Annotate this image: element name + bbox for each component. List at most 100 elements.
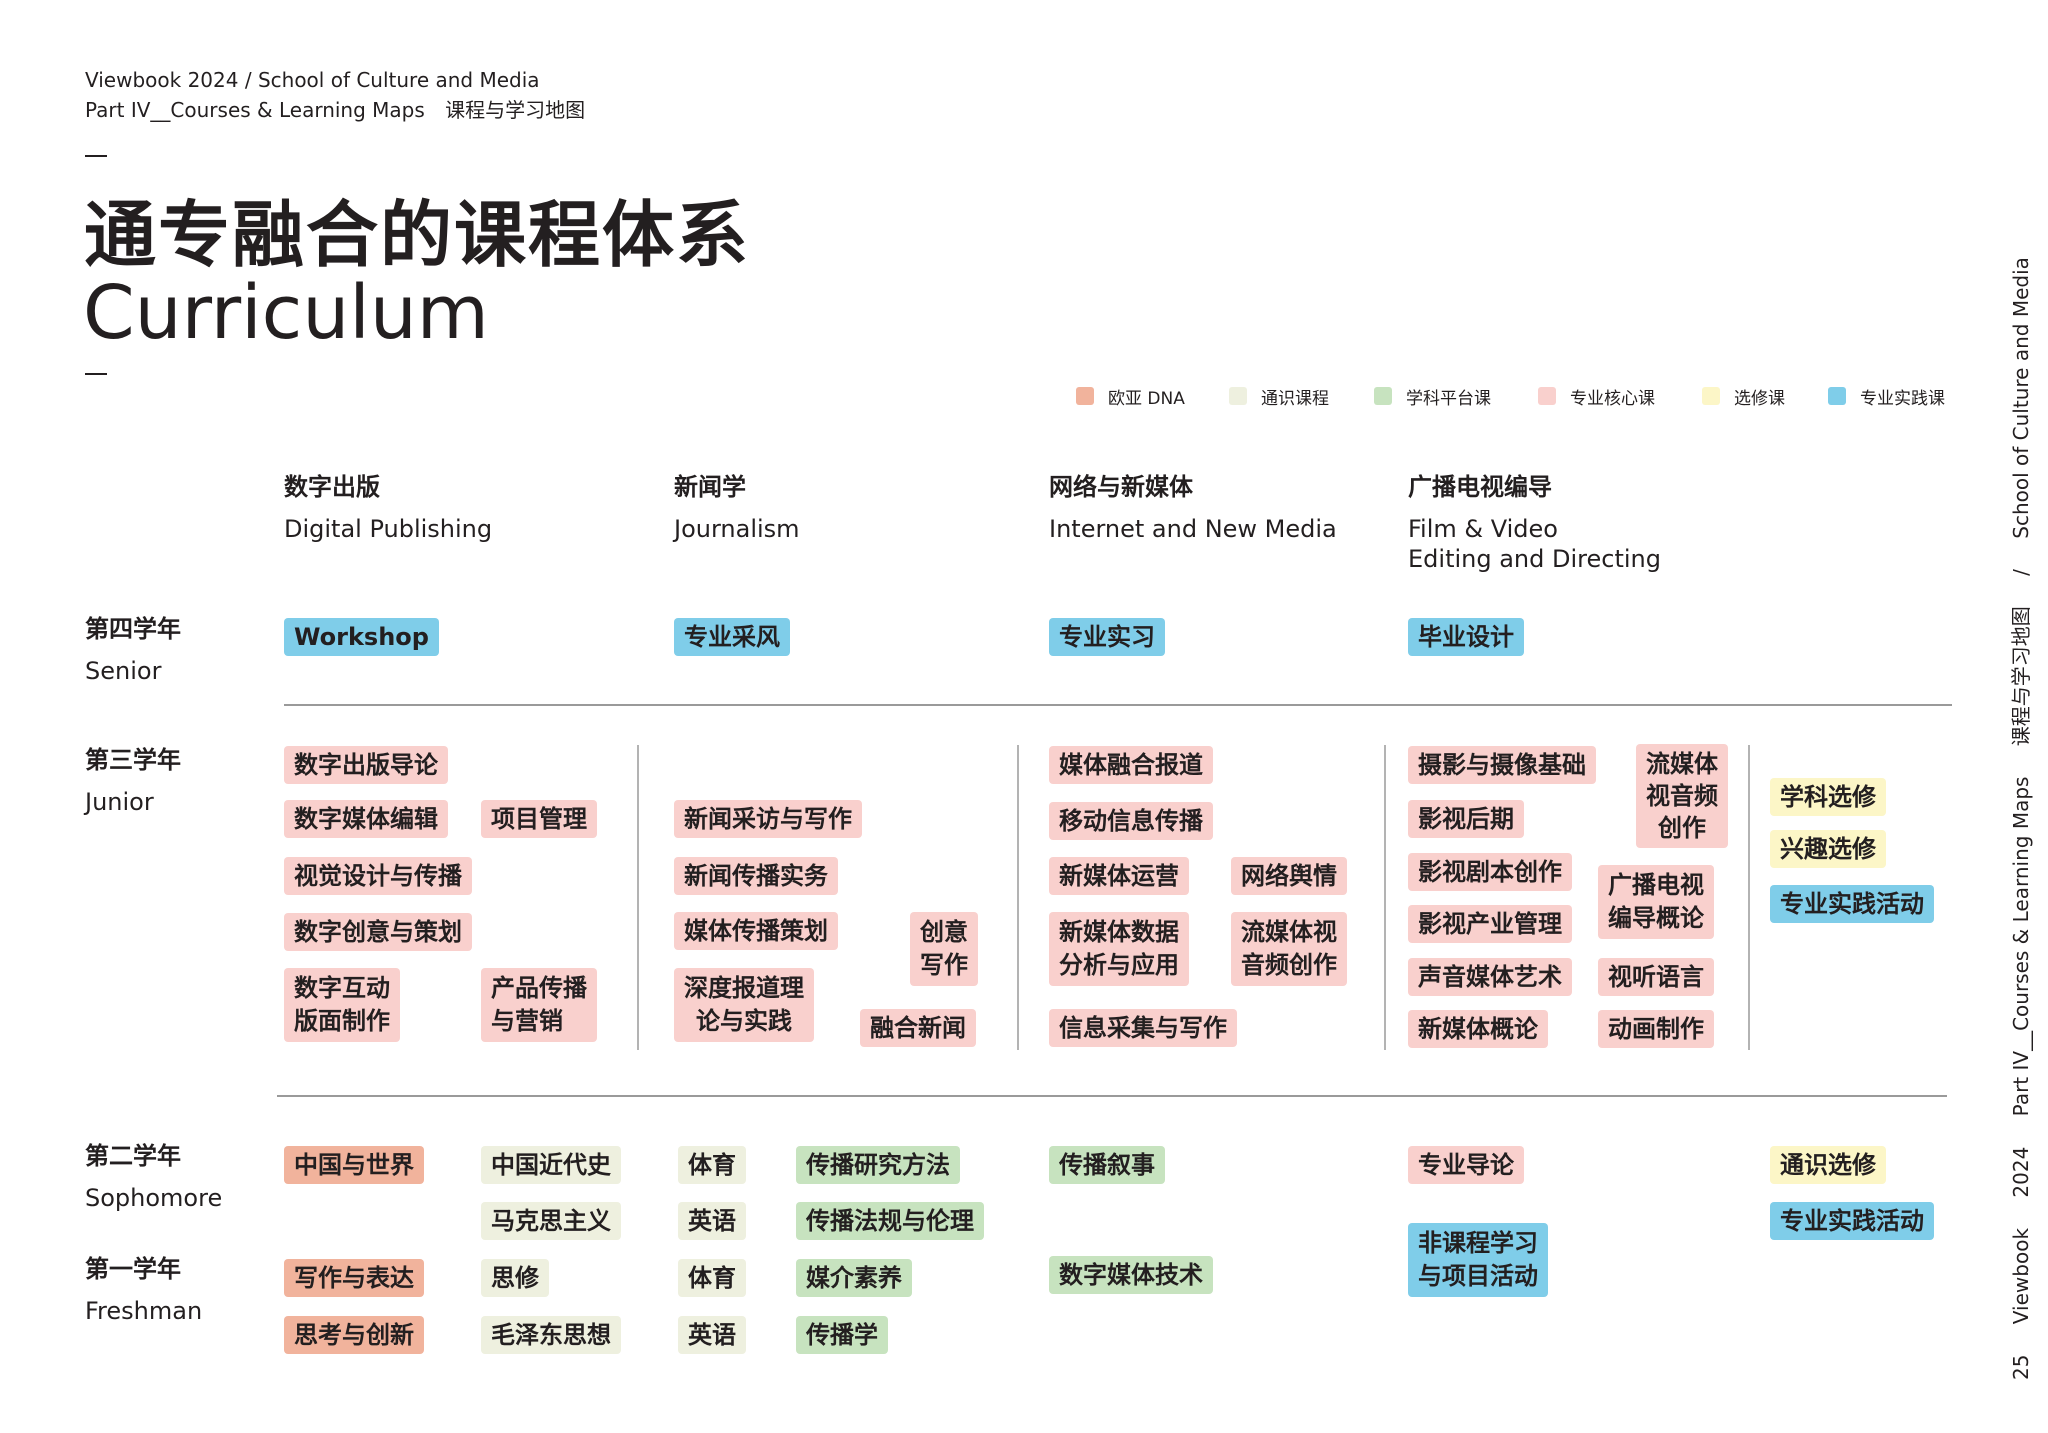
course-tag: 媒体传播策划 — [674, 912, 838, 950]
course-tag-line: 音频创作 — [1241, 951, 1337, 979]
course-tag-line: 数字互动 — [294, 974, 390, 1002]
course-tag: 深度报道理 论与实践 — [674, 968, 814, 1042]
course-tag: 影视后期 — [1408, 800, 1524, 838]
course-tag: 移动信息传播 — [1049, 802, 1213, 840]
course-tag: 产品传播 与营销 — [481, 968, 597, 1042]
course-tag: 毕业设计 — [1408, 618, 1524, 656]
course-tag: 数字互动 版面制作 — [284, 968, 400, 1042]
column-title-cn: 新闻学 — [674, 473, 746, 501]
course-tag: 融合新闻 — [860, 1009, 976, 1047]
course-tag-line: 产品传播 — [491, 974, 587, 1002]
course-tag: 思考与创新 — [284, 1316, 424, 1354]
row-title-en: Sophomore — [85, 1184, 223, 1212]
course-tag: 英语 — [678, 1316, 746, 1354]
course-tag: 传播研究方法 — [796, 1146, 960, 1184]
course-tag: 声音媒体艺术 — [1408, 958, 1572, 996]
page-title-cn: 通专融合的课程体系 — [84, 193, 751, 277]
legend-swatch — [1229, 387, 1247, 405]
course-tag: 写作与表达 — [284, 1259, 424, 1297]
legend-label: 专业实践课 — [1860, 388, 1945, 409]
side-part-cn: 课程与学习地图 — [2009, 606, 2033, 747]
column-title-en: Internet and New Media — [1049, 515, 1337, 543]
course-tag: 流媒体 视音频 创作 — [1636, 744, 1728, 848]
course-tag: 专业采风 — [674, 618, 790, 656]
header-part-cn: 课程与学习地图 — [445, 98, 586, 122]
legend-label: 选修课 — [1734, 388, 1785, 409]
column-title-en: Journalism — [674, 515, 800, 543]
legend-swatch — [1702, 387, 1720, 405]
course-tag-line: 非课程学习 — [1418, 1229, 1538, 1257]
legend-swatch — [1076, 387, 1094, 405]
header-line-1: Viewbook 2024 / School of Culture and Me… — [85, 65, 540, 95]
column-title-en: Film & Video — [1408, 515, 1558, 543]
row-title-cn: 第四学年 — [85, 615, 181, 643]
course-tag: 通识选修 — [1770, 1146, 1886, 1184]
row-title-en: Junior — [85, 788, 154, 816]
header-separator: / — [244, 68, 252, 92]
legend-label: 通识课程 — [1261, 388, 1329, 409]
legend-swatch — [1374, 387, 1392, 405]
course-tag: 英语 — [678, 1202, 746, 1240]
legend-item-practice: 专业实践课 — [1828, 382, 1945, 410]
legend-item-dna: 欧亚 DNA — [1076, 382, 1185, 410]
course-tag: 新媒体运营 — [1049, 857, 1189, 895]
course-tag: 中国与世界 — [284, 1146, 424, 1184]
side-viewbook: Viewbook — [2009, 1227, 2033, 1325]
side-year: 2024 — [2009, 1146, 2033, 1198]
course-tag: 媒体融合报道 — [1049, 746, 1213, 784]
course-tag: 影视剧本创作 — [1408, 853, 1572, 891]
course-tag: 中国近代史 — [481, 1146, 621, 1184]
course-tag: 信息采集与写作 — [1049, 1009, 1237, 1047]
course-tag-line: 创作 — [1658, 814, 1706, 842]
column-title-cn: 数字出版 — [284, 473, 380, 501]
course-tag-line: 流媒体 — [1646, 750, 1718, 778]
course-tag-line: 与项目活动 — [1418, 1262, 1538, 1290]
course-tag: 思修 — [481, 1259, 549, 1297]
course-tag: 项目管理 — [481, 800, 597, 838]
course-tag-line: 创意 — [920, 918, 968, 946]
course-tag: 数字媒体技术 — [1049, 1256, 1213, 1294]
side-running-header: 25 Viewbook 2024 Part IV__Courses & Lear… — [2005, 257, 2034, 1380]
course-tag: 流媒体视 音频创作 — [1231, 912, 1347, 986]
course-tag: 专业实习 — [1049, 618, 1165, 656]
course-tag: 摄影与摄像基础 — [1408, 746, 1596, 784]
course-tag: 媒介素养 — [796, 1259, 912, 1297]
course-tag: 广播电视 编导概论 — [1598, 865, 1714, 939]
row-title-en: Freshman — [85, 1297, 203, 1325]
column-divider — [637, 745, 639, 1050]
course-tag: 新闻采访与写作 — [674, 800, 862, 838]
header-year: 2024 — [187, 68, 239, 92]
side-part: Part IV__Courses & Learning Maps — [2009, 776, 2033, 1117]
header-part: Part IV__Courses & Learning Maps — [85, 98, 425, 122]
course-tag: 专业实践活动 — [1770, 885, 1934, 923]
column-divider — [1017, 745, 1019, 1050]
course-tag: 数字媒体编辑 — [284, 800, 448, 838]
legend-item-core: 专业核心课 — [1538, 382, 1655, 410]
course-tag: 学科选修 — [1770, 778, 1886, 816]
row-title-en: Senior — [85, 657, 162, 685]
course-tag: 新媒体概论 — [1408, 1010, 1548, 1048]
course-tag: 创意 写作 — [910, 912, 978, 986]
course-tag-line: 视音频 — [1646, 782, 1718, 810]
course-tag: 兴趣选修 — [1770, 830, 1886, 868]
course-tag: 体育 — [678, 1146, 746, 1184]
header-line-2: Part IV__Courses & Learning Maps 课程与学习地图 — [85, 95, 585, 125]
column-title-cn: 广播电视编导 — [1408, 473, 1552, 501]
course-tag: 马克思主义 — [481, 1202, 621, 1240]
row-title-cn: 第二学年 — [85, 1142, 181, 1170]
side-school: School of Culture and Media — [2009, 257, 2033, 539]
course-tag-line: 写作 — [920, 951, 968, 979]
legend-label: 欧亚 DNA — [1108, 388, 1185, 409]
column-divider — [1384, 745, 1386, 1050]
legend-item-general: 通识课程 — [1229, 382, 1329, 410]
course-tag: 传播法规与伦理 — [796, 1202, 984, 1240]
legend-item-platform: 学科平台课 — [1374, 382, 1491, 410]
page-title-en: Curriculum — [83, 270, 489, 356]
course-tag: 网络舆情 — [1231, 857, 1347, 895]
course-tag: 非课程学习 与项目活动 — [1408, 1223, 1548, 1297]
legend-label: 专业核心课 — [1570, 388, 1655, 409]
course-tag: 新闻传播实务 — [674, 857, 838, 895]
side-separator: / — [2009, 569, 2033, 576]
course-tag: 体育 — [678, 1259, 746, 1297]
divider-dash — [85, 373, 107, 375]
